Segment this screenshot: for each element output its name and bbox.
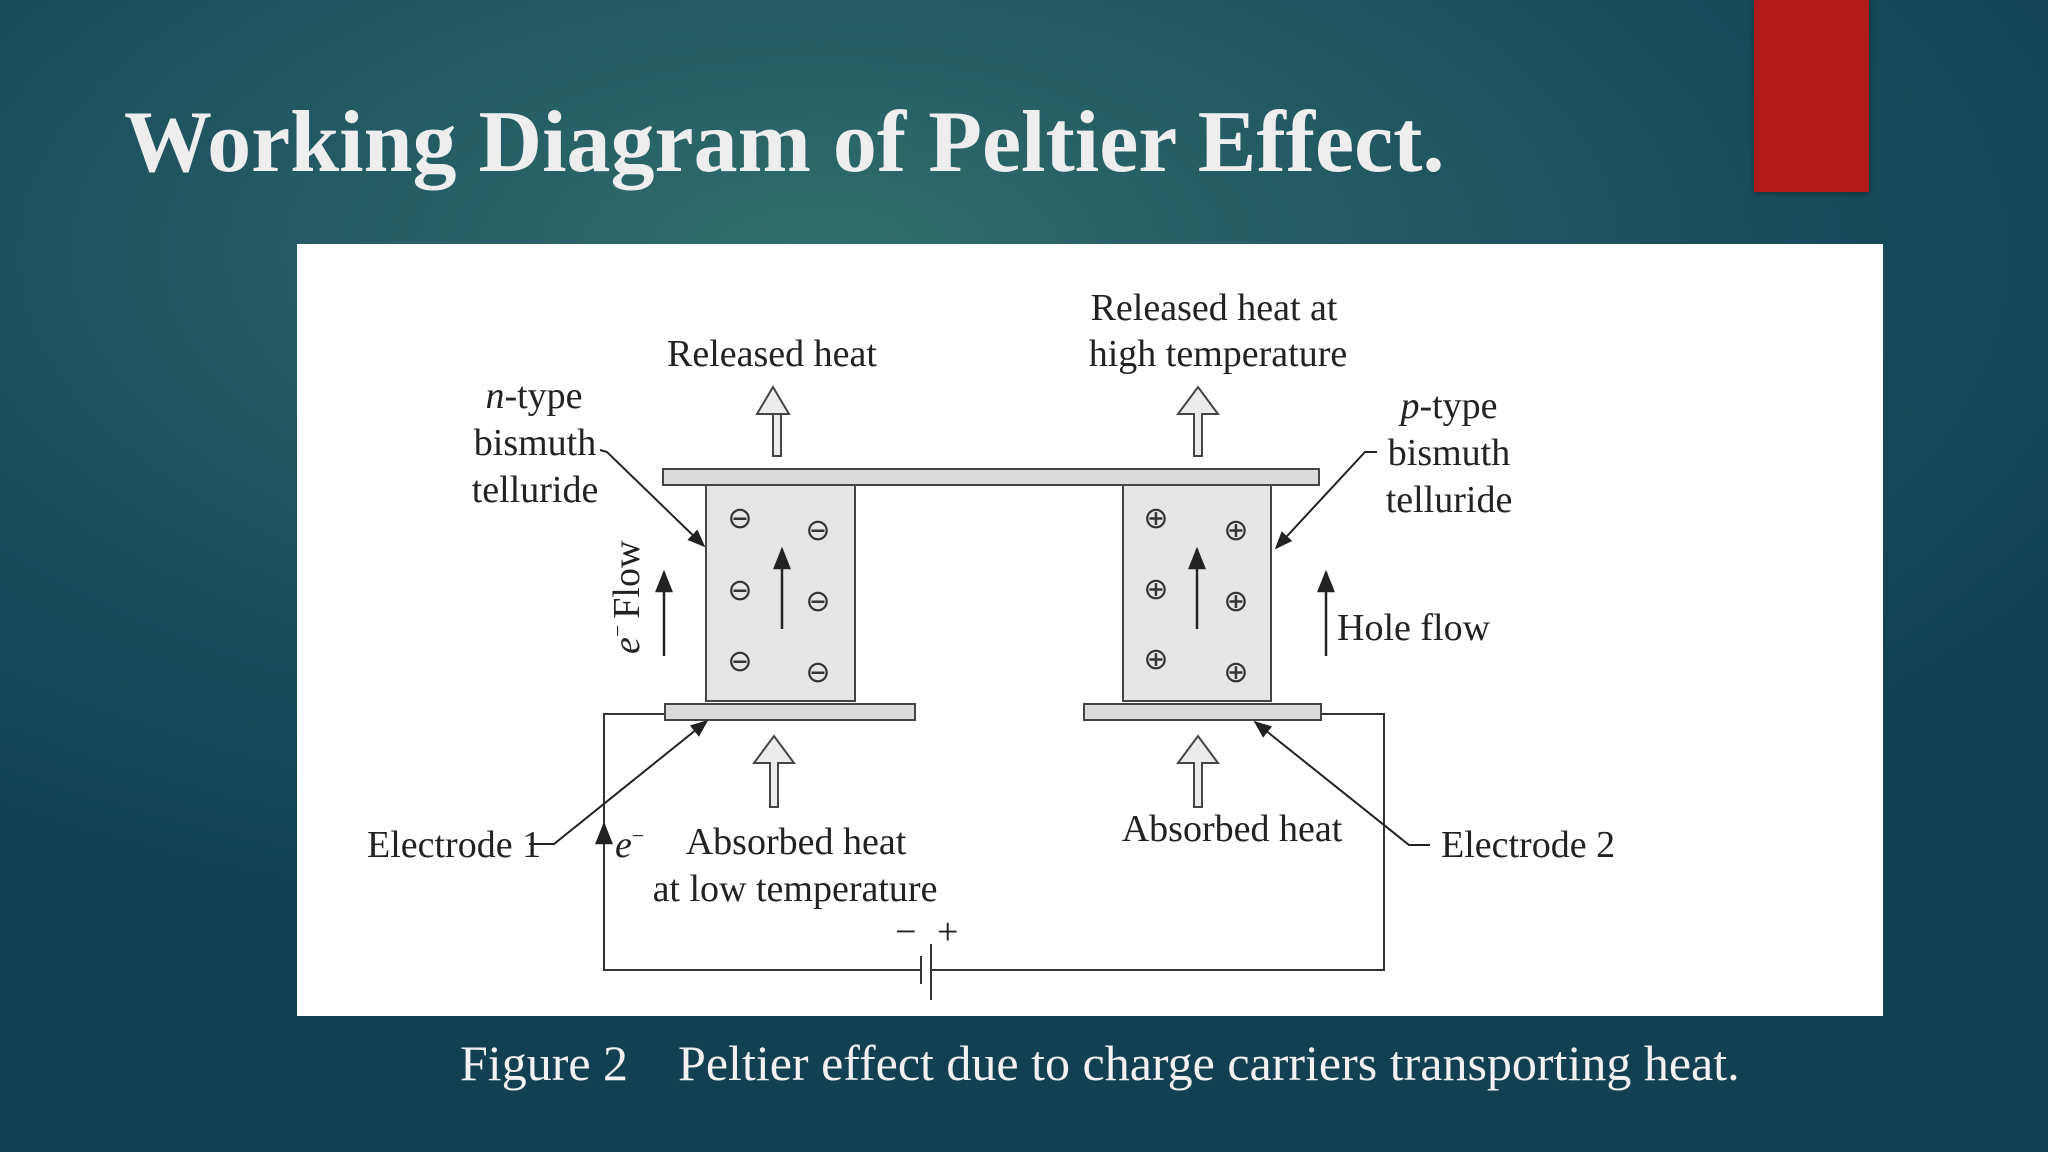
slide-title: Working Diagram of Peltier Effect.: [124, 94, 1445, 191]
n-type-leg: [705, 484, 856, 702]
n-type-label-line3: telluride: [472, 469, 599, 511]
p-type-label-line3: telluride: [1386, 479, 1513, 521]
absorbed-heat-low-label-line1: Absorbed heat: [686, 821, 907, 863]
p-type-letter: p: [1397, 385, 1419, 427]
released-heat-high-label-line2: high temperature: [1089, 333, 1348, 375]
electron-flow-symbol: e: [606, 637, 648, 654]
peltier-diagram: ⊖ ⊖ ⊖ ⊖ ⊖ ⊖ ⊕ ⊕ ⊕ ⊕ ⊕ ⊕ Released heat Re…: [367, 287, 1615, 1000]
electrode-1-label: Electrode 1: [367, 824, 541, 866]
released-heat-high-label-line1: Released heat at: [1091, 287, 1338, 329]
figure-caption-number: Figure 2: [460, 1035, 629, 1091]
negative-carrier: ⊖: [805, 655, 830, 690]
circuit-electron-label: e−: [615, 823, 644, 866]
absorbed-heat-low-label-line2: at low temperature: [653, 868, 938, 910]
electron-sup: −: [632, 823, 644, 848]
battery: [920, 944, 932, 1000]
figure-caption-text: Peltier effect due to charge carriers tr…: [678, 1035, 1740, 1091]
n-type-label-line2: bismuth: [474, 422, 596, 464]
absorbed-heat-label: Absorbed heat: [1122, 808, 1343, 850]
electron-flow-word: Flow: [606, 540, 648, 619]
hole-flow-label: Hole flow: [1337, 607, 1491, 649]
electrode-2-label: Electrode 2: [1441, 824, 1615, 866]
negative-carrier: ⊖: [727, 573, 752, 608]
negative-carrier: ⊖: [805, 513, 830, 548]
positive-carrier: ⊕: [1223, 655, 1248, 690]
electrode-2-leader: [1253, 720, 1430, 846]
n-type-leader: [599, 449, 706, 548]
positive-carrier: ⊕: [1143, 572, 1168, 607]
top-electrode: [662, 468, 1320, 486]
n-type-suffix: -type: [504, 375, 582, 417]
p-type-label-line1: p-type: [1397, 385, 1497, 427]
released-heat-label: Released heat: [667, 333, 877, 375]
n-type-label-line1: n-type: [485, 375, 582, 417]
electrode-1-leader: [529, 719, 709, 845]
negative-carrier: ⊖: [805, 584, 830, 619]
n-type-letter: n: [485, 375, 504, 417]
released-heat-high-arrow: [1176, 385, 1220, 457]
figure-panel: ⊖ ⊖ ⊖ ⊖ ⊖ ⊖ ⊕ ⊕ ⊕ ⊕ ⊕ ⊕ Released heat Re…: [297, 244, 1883, 1016]
accent-bar: [1754, 0, 1869, 192]
positive-carrier: ⊕: [1223, 584, 1248, 619]
positive-carrier: ⊕: [1143, 501, 1168, 536]
negative-carrier: ⊖: [727, 501, 752, 536]
positive-carrier: ⊕: [1223, 513, 1248, 548]
electron-flow-label: e− Flow: [605, 540, 648, 654]
battery-minus-label: −: [895, 911, 916, 953]
positive-carrier: ⊕: [1143, 642, 1168, 677]
released-heat-arrow: [755, 385, 791, 457]
figure-caption: Figure 2 Peltier effect due to charge car…: [460, 1033, 1740, 1093]
p-type-suffix: -type: [1419, 385, 1497, 427]
electrode-1-plate: [664, 703, 916, 721]
negative-carrier: ⊖: [727, 644, 752, 679]
absorbed-heat-low-arrow: [752, 734, 796, 808]
p-type-label-line2: bismuth: [1388, 432, 1510, 474]
absorbed-heat-arrow: [1176, 734, 1220, 808]
battery-plus-label: +: [937, 911, 958, 953]
p-type-leader: [1274, 451, 1377, 550]
electron-symbol: e: [615, 824, 632, 866]
electrode-2-plate: [1083, 703, 1322, 721]
electron-flow-sup: −: [605, 625, 630, 637]
